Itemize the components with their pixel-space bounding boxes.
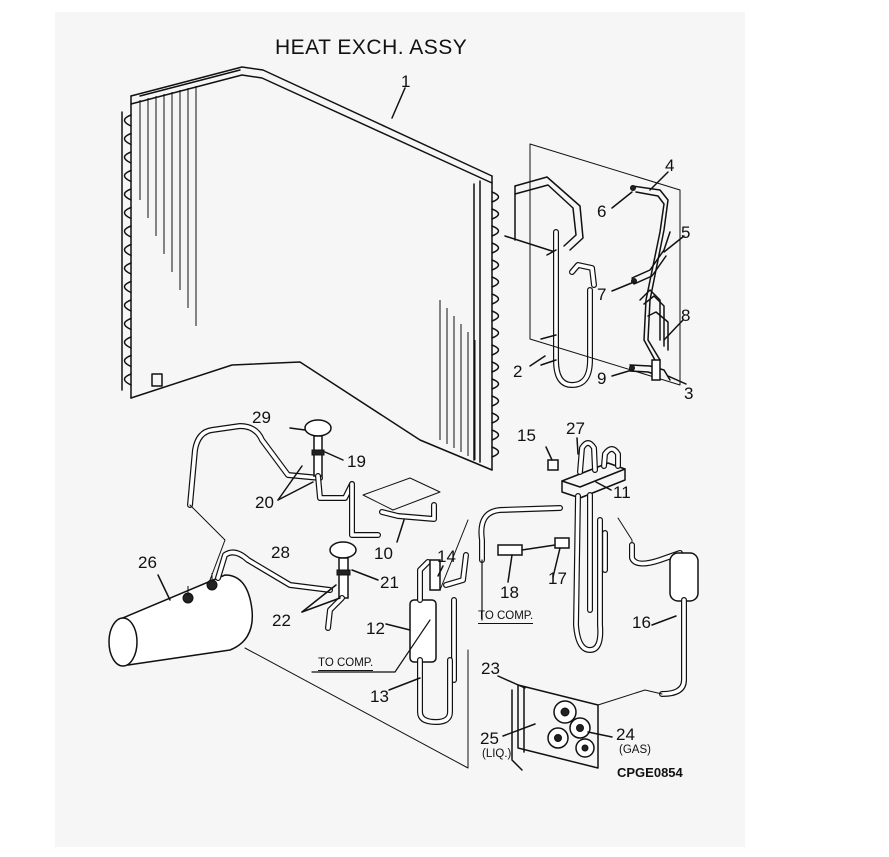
callout-23: 23 [481, 659, 500, 678]
gas-label: (GAS) [619, 744, 651, 756]
check-valve-assembly-19 [187, 419, 381, 538]
callout-16: 16 [632, 613, 651, 632]
callout-14: 14 [437, 547, 456, 566]
callout-13: 13 [370, 687, 389, 706]
callout-20: 20 [255, 493, 274, 512]
callout-26: 26 [138, 553, 157, 572]
leader-lines [157, 87, 687, 769]
callout-3: 3 [684, 384, 694, 403]
valve-assembly-21 [215, 541, 357, 631]
heat-exchanger-coil [121, 66, 500, 471]
callout-29: 29 [252, 408, 271, 427]
callout-22: 22 [272, 611, 291, 630]
to-comp-label-2: TO COMP. [478, 610, 534, 624]
muffler-part-16 [617, 517, 699, 697]
receiver-tank-26 [108, 573, 254, 667]
liq-label: (LIQ.) [482, 748, 512, 760]
callout-10: 10 [374, 544, 393, 563]
callout-2: 2 [513, 362, 523, 381]
callout-21: 21 [380, 573, 399, 592]
to-comp-label-1: TO COMP. [318, 657, 374, 671]
callout-17: 17 [548, 569, 567, 588]
callout-15: 15 [517, 426, 536, 445]
callout-27: 27 [566, 419, 585, 438]
sensor-part-18 [497, 537, 570, 556]
callout-1: 1 [401, 72, 411, 91]
manifold-assembly-11 [478, 440, 626, 653]
callout-18: 18 [500, 583, 519, 602]
callout-28: 28 [271, 543, 290, 562]
callout-8: 8 [681, 306, 691, 325]
callout-19: 19 [347, 452, 366, 471]
pipe-part-10 [362, 477, 441, 522]
accumulator-part-12 [409, 519, 469, 725]
figure-code: CPGE0854 [617, 765, 683, 780]
diagram-title: HEAT EXCH. ASSY [275, 36, 468, 59]
callout-24: 24 [616, 725, 635, 744]
callout-7: 7 [597, 285, 607, 304]
callout-11: 11 [613, 483, 631, 502]
callout-5: 5 [681, 223, 691, 242]
callout-6: 6 [597, 202, 607, 221]
service-panel-23 [511, 684, 599, 771]
callout-4: 4 [665, 156, 675, 175]
distributor-bundle [529, 143, 681, 386]
callout-9: 9 [597, 369, 607, 388]
callout-25: 25 [480, 729, 499, 748]
diagram-background [55, 12, 745, 847]
u-tube-part-2 [504, 176, 597, 388]
callout-12: 12 [366, 619, 385, 638]
